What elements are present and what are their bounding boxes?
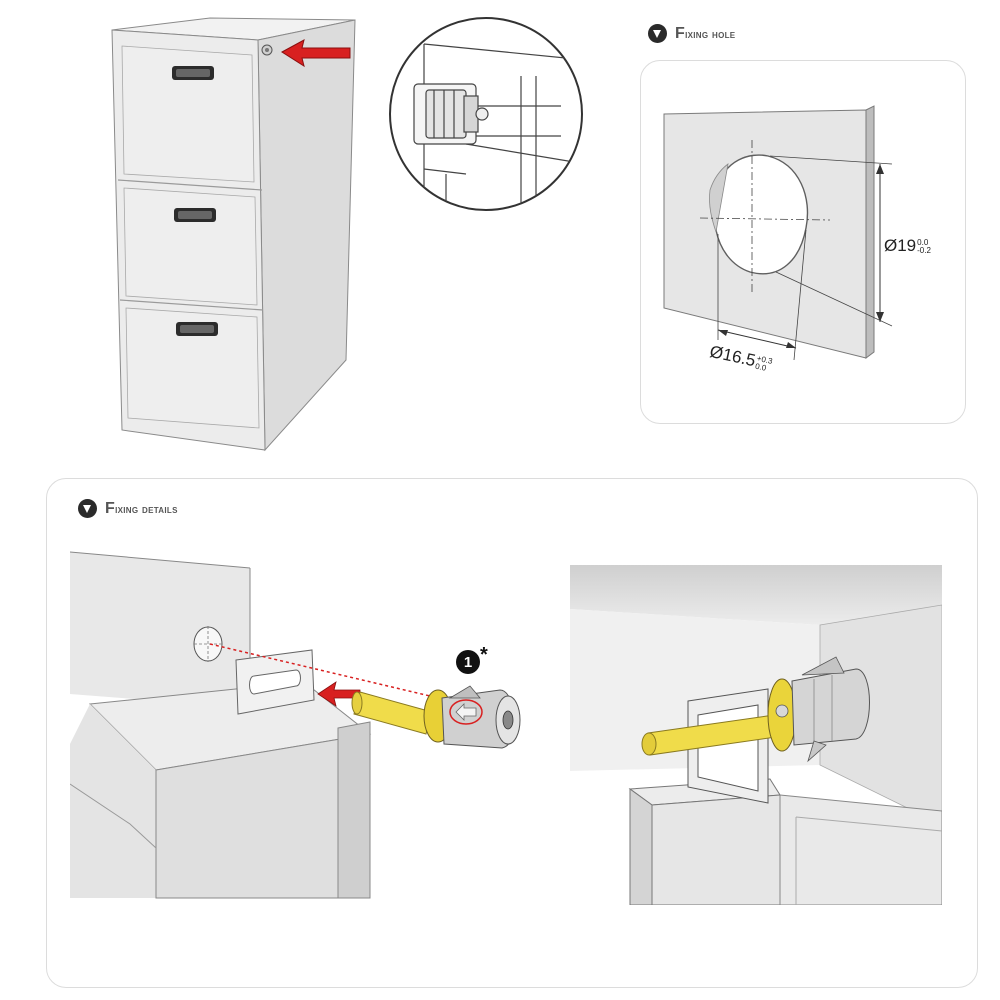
drawer-handle-2 bbox=[174, 208, 216, 222]
lock-zoom-detail bbox=[389, 17, 583, 211]
fixing-hole-drawing bbox=[663, 105, 893, 361]
filing-cabinet-illustration bbox=[111, 17, 356, 452]
drawer-handle-1 bbox=[172, 66, 214, 80]
insertion-drawing bbox=[70, 551, 521, 899]
fixing-details-title: Fixing details bbox=[78, 499, 178, 518]
step-number-badge: 1 bbox=[456, 650, 480, 674]
warning-triangle-icon bbox=[78, 499, 97, 518]
warning-triangle-icon bbox=[648, 24, 667, 43]
drawer-handle-3 bbox=[176, 322, 218, 336]
step-marker: * bbox=[480, 644, 488, 666]
installed-lock-drawing bbox=[570, 565, 942, 905]
cam-lock-icon bbox=[423, 685, 521, 749]
red-arrow-icon bbox=[281, 39, 351, 68]
fixing-hole-title: Fixing hole bbox=[648, 24, 735, 43]
